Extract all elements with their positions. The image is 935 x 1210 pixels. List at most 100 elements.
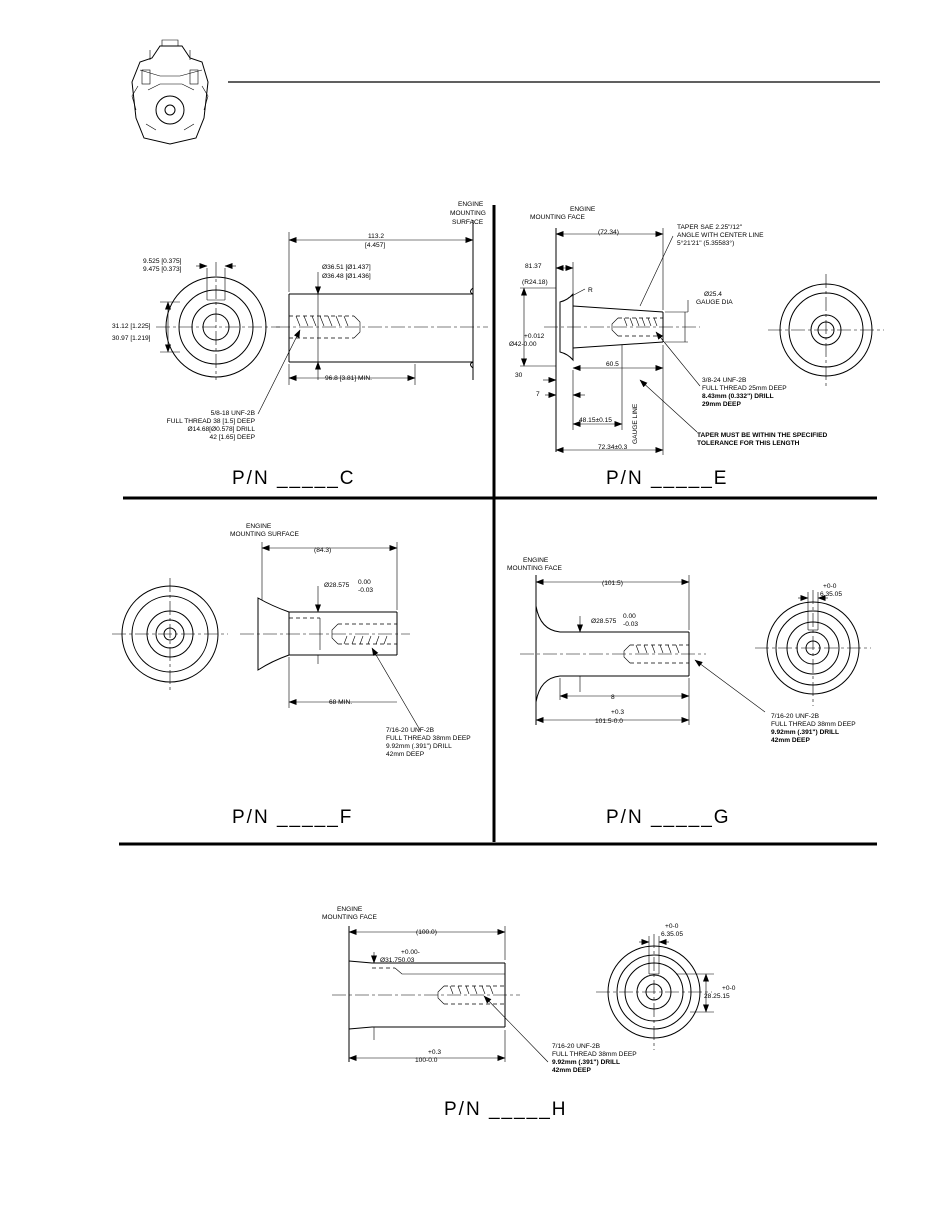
dia-g: Ø28.575 <box>591 618 617 625</box>
key-dim-top-b: 9.475 [0.373] <box>143 266 182 273</box>
dim-7234-e: 72.34±0.3 <box>598 444 628 451</box>
thread-note-3-f: 9.92mm (.391") DRILL <box>386 743 452 750</box>
end-view-h <box>596 934 714 1050</box>
engine-label-g: ENGINE <box>523 557 549 564</box>
key-dim-side-b: 30.97 [1.219] <box>112 335 151 342</box>
side-dim-h: 28.25.15 <box>704 993 730 1000</box>
gauge-dia-label-e: GAUGE DIA <box>696 299 733 306</box>
end-view-e <box>768 274 884 388</box>
thread-note-1-e: 3/8-24 UNF-2B <box>702 377 747 384</box>
thread-note-4-e: 29mm DEEP <box>702 401 741 408</box>
tol-plus-e: +0.012 <box>524 333 545 340</box>
taper-tolerance-note-1-e: TAPER MUST BE WITHIN THE SPECIFIED <box>697 432 828 439</box>
tol-top-f: 0.00 <box>358 579 371 586</box>
engine-logo <box>131 39 209 145</box>
min-length-c: 96.8 [3.81] MIN. <box>325 375 372 382</box>
side-view-h <box>332 926 549 1063</box>
key-width-g: 6.35.05 <box>820 591 842 598</box>
engine-label-f: ENGINE <box>246 523 272 530</box>
end-view-c <box>156 262 280 380</box>
tol-bot-f: -0.03 <box>358 587 373 594</box>
side-view-e <box>520 228 701 455</box>
surface-label-c: SURFACE <box>452 219 484 226</box>
length-h: 100-0.0 <box>415 1057 438 1064</box>
tol-top-h: +0.00- <box>401 949 420 956</box>
dim-7-e: 7 <box>536 391 540 398</box>
taper-note-3-e: 5°21'21" (5.35583°) <box>677 239 734 247</box>
part-number-c: P/N _____C <box>232 468 356 489</box>
dia-a-c: Ø36.51 [Ø1.437] <box>322 264 371 271</box>
side-view-f <box>240 542 421 731</box>
dia-h: Ø31.750.03 <box>380 957 415 964</box>
thread-note-3-c: Ø14.68[Ø0.578] DRILL <box>188 426 256 433</box>
end-view-g <box>755 590 871 706</box>
key-dim-top-a: 9.525 [0.375] <box>143 258 182 265</box>
length-ref-f: (84.3) <box>314 547 331 554</box>
mounting-face-g: MOUNTING FACE <box>507 565 563 572</box>
side-view-g <box>520 575 766 725</box>
length-total-c: 113.2 <box>368 233 384 240</box>
mounting-face-e: MOUNTING FACE <box>530 214 586 221</box>
panel-e: ENGINE MOUNTING FACE (72.34) TAPER SAE 2… <box>509 206 884 489</box>
side-tol-h: +0-0 <box>722 985 736 992</box>
thread-note-2-g: FULL THREAD 38mm DEEP <box>771 721 856 728</box>
thread-note-1-h: 7/16-20 UNF-2B <box>552 1043 601 1050</box>
end-view-f <box>112 578 228 692</box>
thread-note-3-e: 8.43mm (0.332") DRILL <box>702 393 774 400</box>
side-view-c <box>257 220 488 415</box>
thread-note-4-g: 42mm DEEP <box>771 737 810 744</box>
mounting-surface-f: MOUNTING SURFACE <box>230 531 299 538</box>
mounting-label-c: MOUNTING <box>450 210 486 217</box>
key-dim-side-a: 31.12 [1.225] <box>112 323 151 330</box>
key-width-h: 6.35.05 <box>661 931 683 938</box>
length-ref-e: (72.34) <box>598 229 619 236</box>
part-number-e: P/N _____E <box>606 468 728 489</box>
thread-note-3-g: 9.92mm (.391") DRILL <box>771 729 839 736</box>
tol-plus-g: +0.3 <box>611 709 624 716</box>
engine-label-e: ENGINE <box>570 206 596 213</box>
key-tol-g: +0-0 <box>823 583 837 590</box>
taper-note-1-e: TAPER SAE 2.25"/12" <box>677 224 743 231</box>
length-g: 101.5-0.0 <box>595 718 623 725</box>
thread-note-2-c: FULL THREAD 38 [1.5] DEEP <box>167 418 256 425</box>
min-length-f: 68 MIN. <box>329 699 352 706</box>
tol-top-g: 0.00 <box>623 613 636 620</box>
engine-label-c: ENGINE <box>458 201 484 208</box>
engine-label-h: ENGINE <box>337 906 363 913</box>
panel-g: ENGINE MOUNTING FACE (101.5) Ø28.575 0.0… <box>507 557 871 828</box>
thread-note-4-f: 42mm DEEP <box>386 751 425 758</box>
dia-b-c: Ø36.48 [Ø1.436] <box>322 273 371 280</box>
length-ref-h: (100.0) <box>416 929 437 936</box>
dim-30-e: 30 <box>515 372 523 379</box>
radius-label-e: R <box>588 287 593 294</box>
tol-plus-h: +0.3 <box>428 1049 441 1056</box>
gauge-dia-e: Ø25.4 <box>704 291 722 298</box>
dim-4815-e: 48.15±0.15 <box>579 417 612 424</box>
dim-605-e: 60.5 <box>606 361 619 368</box>
dia-42-e: Ø42-0.00 <box>509 341 537 348</box>
thread-note-1-c: 5/8-18 UNF-2B <box>211 410 256 417</box>
thread-note-2-f: FULL THREAD 38mm DEEP <box>386 735 471 742</box>
tol-bot-g: -0.03 <box>623 621 638 628</box>
thread-note-4-h: 42mm DEEP <box>552 1067 591 1074</box>
panel-c: 9.525 [0.375] 9.475 [0.373] 31.12 [1.225… <box>112 201 488 489</box>
part-number-g: P/N _____G <box>606 807 731 828</box>
taper-tolerance-note-2-e: TOLERANCE FOR THIS LENGTH <box>697 440 800 447</box>
length-ref-g: (101.5) <box>602 580 623 587</box>
thread-note-4-c: 42 [1.65] DEEP <box>210 434 256 441</box>
thread-note-1-f: 7/16-20 UNF-2B <box>386 727 435 734</box>
dim-8-g: 8 <box>611 694 615 701</box>
part-number-h: P/N _____H <box>444 1099 568 1120</box>
dim-r2418-e: (R24.18) <box>522 279 548 286</box>
key-tol-h: +0-0 <box>665 923 679 930</box>
thread-note-1-g: 7/16-20 UNF-2B <box>771 713 820 720</box>
taper-note-2-e: ANGLE WITH CENTER LINE <box>677 232 764 239</box>
thread-note-2-h: FULL THREAD 38mm DEEP <box>552 1051 637 1058</box>
length-total-in-c: [4.457] <box>365 242 385 249</box>
mounting-face-h: MOUNTING FACE <box>322 914 378 921</box>
gauge-line-e: GAUGE LINE <box>632 403 639 444</box>
thread-note-2-e: FULL THREAD 25mm DEEP <box>702 385 787 392</box>
panel-f: ENGINE MOUNTING SURFACE (84.3) Ø28.575 0… <box>112 523 471 828</box>
dim-8137-e: 81.37 <box>525 263 542 270</box>
